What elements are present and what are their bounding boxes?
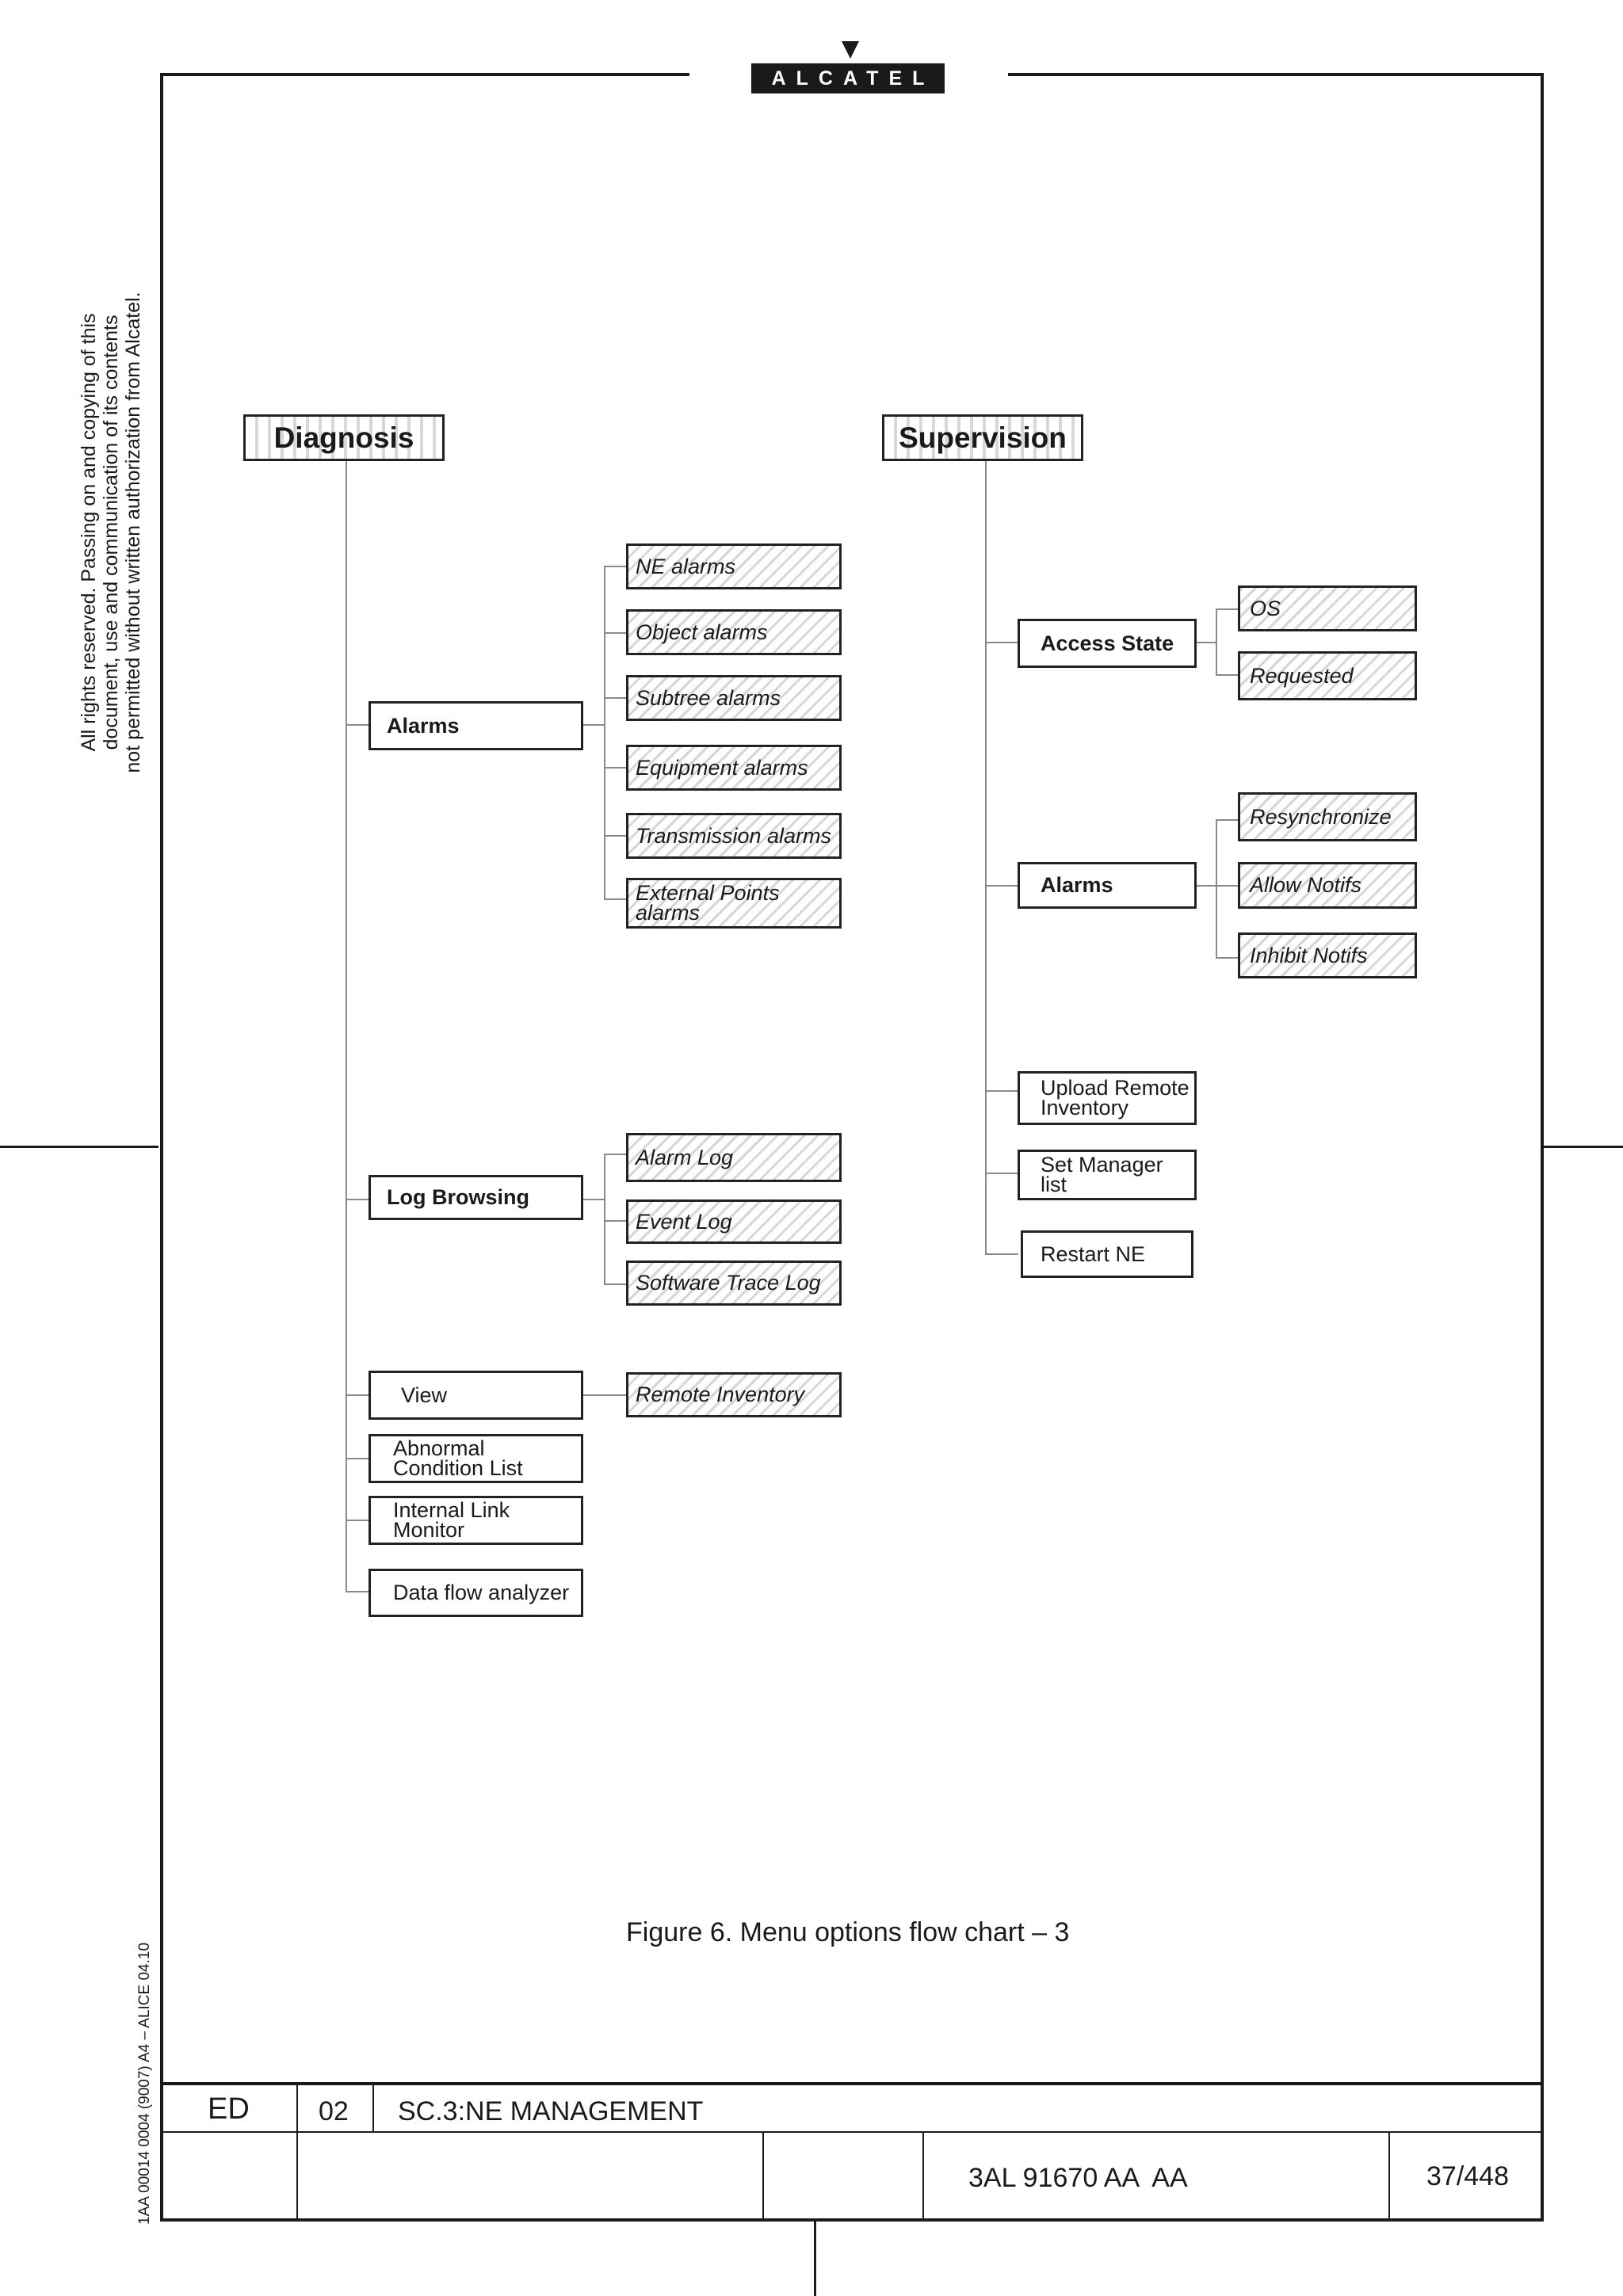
diagnosis-title: Diagnosis [243, 414, 445, 461]
document-form-code: 1AA 00014 0004 (9007) A4 – ALICE 04.10 [136, 1942, 153, 2225]
connector [604, 1283, 628, 1285]
object-alarms-node[interactable]: Object alarms [626, 609, 842, 655]
connector [582, 1394, 628, 1396]
copyright-line-1: All rights reserved. Passing on and copy… [78, 313, 100, 752]
connector [604, 632, 628, 634]
connector [985, 642, 1018, 643]
connector [1195, 885, 1217, 887]
connector [1216, 608, 1239, 610]
ed-label: ED [208, 2092, 250, 2126]
allow-notifs-node[interactable]: Allow Notifs [1238, 862, 1417, 909]
software-trace-log-node[interactable]: Software Trace Log [626, 1261, 842, 1306]
frame-bottom [160, 2218, 1544, 2222]
supervision-alarms-branch-line [1216, 819, 1217, 959]
connector [985, 1253, 1018, 1255]
connector [346, 1199, 369, 1200]
figure-caption: Figure 6. Menu options flow chart – 3 [626, 1917, 1070, 1947]
connector [1216, 674, 1239, 676]
internal-link-monitor-node[interactable]: Internal Link Monitor [369, 1496, 583, 1545]
connector [1195, 642, 1217, 643]
access-state-branch-line [1216, 608, 1217, 675]
copyright-notice: All rights reserved. Passing on and copy… [78, 255, 144, 810]
alcatel-logo: ALCATEL [751, 63, 945, 93]
frame-top-right [1008, 73, 1544, 76]
view-node[interactable]: View [369, 1371, 583, 1420]
connector [346, 1394, 369, 1396]
logo-marker-icon [842, 41, 859, 59]
log-branch-line [604, 1154, 605, 1285]
connector [582, 1199, 605, 1200]
fold-mark-bottom [814, 2222, 816, 2296]
subtree-alarms-node[interactable]: Subtree alarms [626, 675, 842, 721]
frame-top-left [160, 73, 689, 76]
restart-ne-node[interactable]: Restart NE [1021, 1230, 1193, 1278]
remote-inventory-node[interactable]: Remote Inventory [626, 1372, 842, 1417]
connector [604, 835, 628, 837]
supervision-title: Supervision [882, 414, 1083, 461]
connector [346, 724, 369, 726]
event-log-node[interactable]: Event Log [626, 1199, 842, 1244]
connector [604, 1220, 628, 1222]
access-state-node[interactable]: Access State [1018, 619, 1197, 668]
set-manager-list-node[interactable]: Set Manager list [1018, 1150, 1197, 1200]
copyright-line-2: document, use and communication of its c… [100, 315, 122, 750]
connector [604, 697, 628, 699]
log-browsing-node[interactable]: Log Browsing [369, 1175, 583, 1220]
connector [1216, 819, 1239, 821]
fold-mark-left [0, 1146, 158, 1148]
ne-alarms-node[interactable]: NE alarms [626, 543, 842, 589]
supervision-alarms-node[interactable]: Alarms [1018, 862, 1197, 909]
connector [604, 1154, 628, 1155]
inhibit-notifs-node[interactable]: Inhibit Notifs [1238, 933, 1417, 978]
frame-left [160, 73, 163, 2222]
connector [1216, 885, 1239, 887]
equipment-alarms-node[interactable]: Equipment alarms [626, 745, 842, 791]
footer-divider-1 [296, 2084, 298, 2220]
page-number: 37/448 [1426, 2161, 1509, 2191]
alarm-log-node[interactable]: Alarm Log [626, 1133, 842, 1182]
logo-text: ALCATEL [771, 67, 935, 90]
os-node[interactable]: OS [1238, 585, 1417, 631]
connector [604, 566, 628, 567]
fold-mark-right [1544, 1146, 1623, 1148]
resynchronize-node[interactable]: Resynchronize [1238, 792, 1417, 841]
connector [985, 885, 1018, 887]
connector [985, 1173, 1018, 1174]
ed-value: 02 [319, 2096, 349, 2126]
copyright-line-3: not permitted without written authorizat… [122, 292, 144, 773]
connector [346, 1520, 369, 1521]
connector [346, 1591, 369, 1592]
section-title: SC.3:NE MANAGEMENT [398, 2096, 704, 2126]
footer-middle-rule [160, 2131, 1544, 2133]
transmission-alarms-node[interactable]: Transmission alarms [626, 813, 842, 859]
requested-node[interactable]: Requested [1238, 651, 1417, 700]
connector [582, 724, 605, 726]
footer-divider-4 [922, 2131, 924, 2220]
alarms-branch-line [604, 566, 605, 900]
upload-remote-inventory-node[interactable]: Upload Remote Inventory [1018, 1071, 1197, 1125]
frame-right [1541, 73, 1544, 2222]
connector [604, 898, 628, 900]
footer-divider-3 [762, 2131, 764, 2220]
footer-top-rule [160, 2082, 1544, 2085]
connector [604, 767, 628, 769]
document-number: 3AL 91670 AA AA [968, 2163, 1188, 2193]
footer-divider-5 [1388, 2131, 1390, 2220]
supervision-trunk-line [985, 461, 987, 1255]
data-flow-analyzer-node[interactable]: Data flow analyzer [369, 1569, 583, 1617]
diagnosis-alarms-node[interactable]: Alarms [369, 701, 583, 750]
footer-divider-2 [372, 2084, 374, 2133]
connector [985, 1090, 1018, 1092]
diagnosis-trunk-line [346, 461, 347, 1592]
abnormal-condition-list-node[interactable]: Abnormal Condition List [369, 1434, 583, 1483]
connector [346, 1458, 369, 1459]
connector [1216, 957, 1239, 959]
external-points-alarms-node[interactable]: External Points alarms [626, 878, 842, 929]
